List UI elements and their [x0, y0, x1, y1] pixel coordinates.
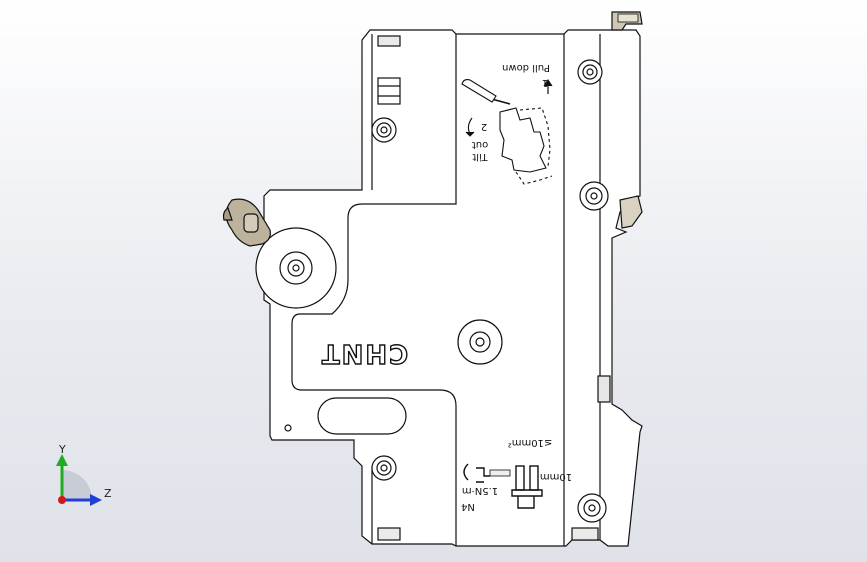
x-axis-dot-icon	[58, 496, 66, 504]
top-latch-face	[617, 13, 639, 23]
small-dot	[284, 424, 292, 432]
screw-bottom-right[interactable]	[577, 493, 607, 523]
terminal-window	[377, 77, 401, 105]
terminal-slot-top	[377, 35, 401, 47]
out-label-group: out	[472, 139, 488, 150]
screw-mid-right[interactable]	[579, 181, 609, 211]
terminal-slot-bottom-right	[571, 527, 599, 541]
torque-label: 1.5N·m	[462, 485, 498, 496]
step1-label: 1	[542, 77, 548, 88]
strip-length-group: 10mm	[540, 471, 572, 482]
axis-triad: Y Z	[56, 443, 112, 506]
wire-size-label: ≤10mm²	[508, 437, 553, 448]
screw-top-left[interactable]	[371, 117, 397, 143]
oval-slot	[317, 397, 407, 435]
screw-bottom-left[interactable]	[371, 455, 397, 481]
pull-down-label: Pull down	[502, 62, 550, 73]
brand-logo: CHNT	[319, 337, 409, 368]
tilt-label-group: Tilt	[472, 151, 488, 162]
strip-length-label: 10mm	[540, 471, 572, 482]
svg-text:CHNT: CHNT	[320, 338, 408, 368]
tool-group: N4	[461, 501, 475, 512]
step1-label-group: 1	[542, 77, 548, 88]
terminal-icon	[463, 463, 543, 509]
tilt-label: Tilt	[472, 151, 488, 162]
right-clip	[619, 195, 643, 229]
pivot-knob[interactable]	[255, 227, 337, 309]
operating-handle[interactable]	[222, 198, 271, 247]
out-label: out	[472, 139, 488, 150]
side-slot	[597, 375, 611, 403]
breaker-model[interactable]: CHNT Pull down 1 2 out Tilt ≤10mm² 10mm …	[222, 11, 643, 547]
front-face	[291, 34, 457, 546]
torque-group: 1.5N·m	[462, 485, 498, 496]
pull-down-label-group: Pull down	[502, 62, 550, 73]
step2-label-group: 2	[481, 121, 487, 132]
y-axis-arrow-icon	[56, 454, 68, 466]
z-axis-arrow-icon	[90, 494, 102, 506]
screw-top-right[interactable]	[577, 59, 603, 85]
step2-label: 2	[481, 121, 487, 132]
triad-arc	[62, 470, 92, 500]
screw-center[interactable]	[457, 319, 503, 365]
terminal-slot-bottom	[377, 527, 401, 541]
tool-label: N4	[461, 501, 475, 512]
wire-size-group: ≤10mm²	[508, 437, 553, 448]
y-axis-label: Y	[58, 443, 66, 456]
z-axis-label: Z	[104, 487, 112, 500]
mechanism-illustration	[461, 78, 553, 185]
